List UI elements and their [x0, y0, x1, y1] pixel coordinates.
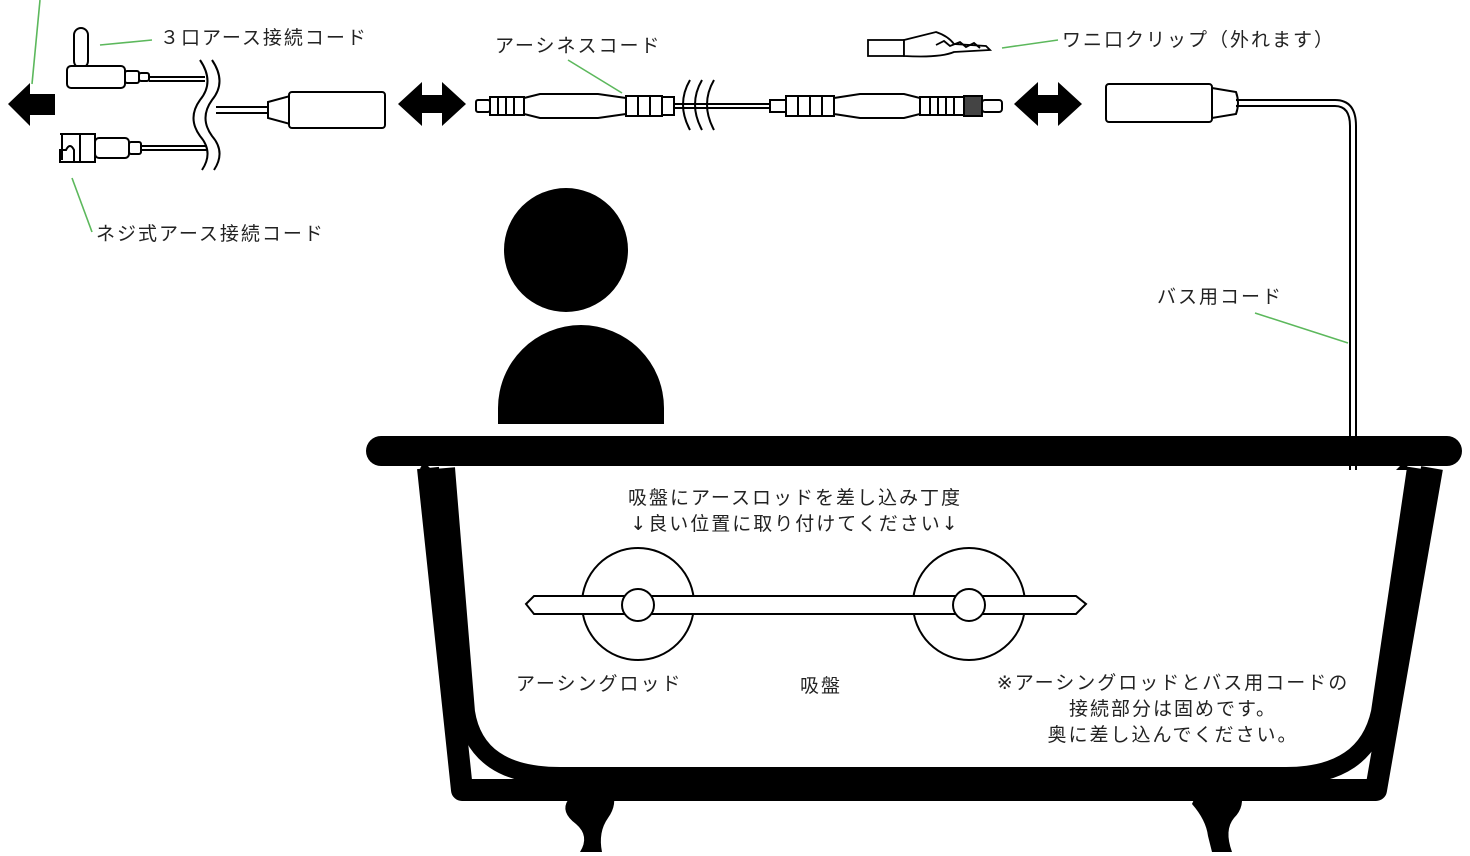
leader-line-earthing-cord — [567, 59, 623, 94]
label-bath-cord: バス用コード — [1157, 286, 1284, 308]
instruction-line-2: ↓良い位置に取り付けてください↓ — [630, 513, 960, 536]
leader-line-bath-cord — [1254, 312, 1349, 344]
leader-line-clip — [1001, 39, 1059, 49]
note-text: ※アーシングロッドとバス用コードの 接続部分は固めです。 奥に差し込んでください… — [968, 670, 1378, 749]
double-arrow-icon — [398, 82, 466, 126]
left-arrow-icon — [8, 83, 55, 126]
note-line-1: ※アーシングロッドとバス用コードの — [996, 672, 1350, 694]
label-earthing-cord: アーシネスコード — [495, 35, 662, 57]
earthing-rod-icon — [524, 588, 1088, 622]
female-connector-icon — [216, 91, 386, 129]
three-prong-plug-icon — [66, 27, 205, 89]
note-line-3: 奥に差し込んでください。 — [1047, 724, 1299, 747]
label-screw-cord: ネジ式アース接続コード — [96, 223, 325, 245]
instruction-line-1: 吸盤にアースロッドを差し込み丁度 — [628, 487, 962, 509]
earthing-cord-icon — [475, 79, 1003, 131]
cable-break-mark — [192, 59, 221, 171]
leader-line-three-prong — [99, 39, 153, 46]
double-arrow-icon — [1014, 82, 1082, 126]
spade-terminal-icon — [59, 133, 207, 163]
label-suction-cup: 吸盤 — [800, 675, 843, 697]
person-icon — [498, 188, 664, 424]
label-alligator-clip: ワニ口クリップ（外れます） — [1062, 29, 1336, 51]
alligator-clip-icon — [867, 31, 993, 58]
label-three-prong-cord: ３口アース接続コード — [160, 27, 368, 49]
leader-line-screw — [71, 177, 93, 233]
instruction-text: 吸盤にアースロッドを差し込み丁度 ↓良い位置に取り付けてください↓ — [590, 485, 1000, 537]
label-rod: アーシングロッド — [516, 673, 683, 695]
note-line-2: 接続部分は固めです。 — [1068, 698, 1278, 721]
leader-line-left-edge — [31, 0, 41, 85]
